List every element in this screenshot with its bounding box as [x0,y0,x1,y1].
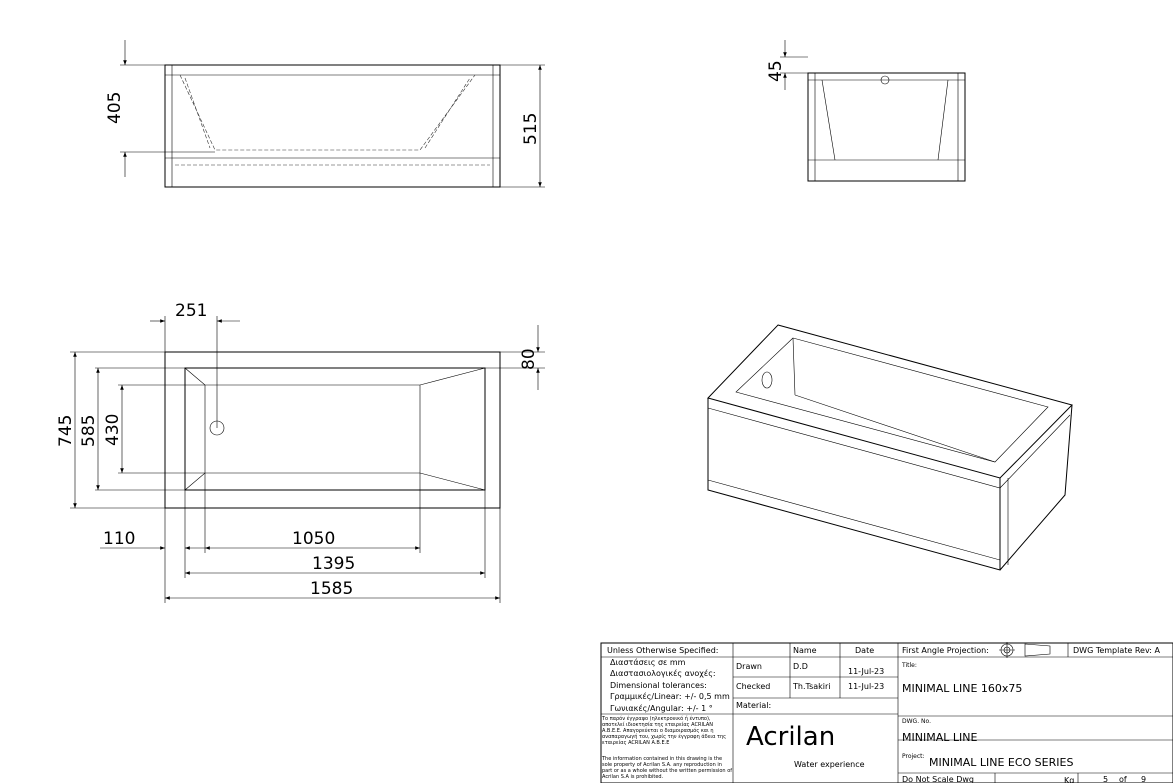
sheet-of: of [1119,775,1127,783]
dim-80: 80 [519,348,539,370]
angular-tolerance: Γωνιακές/Angular: +/- 1 ° [610,704,713,713]
project-name: MINIMAL LINE ECO SERIES [929,756,1074,769]
drawn-date: 11-Jul-23 [848,667,885,676]
isometric-view [707,324,1073,571]
checked-date: 11-Jul-23 [848,682,885,691]
col-name: Name [793,646,817,655]
template-rev: DWG Template Rev: A [1073,646,1160,655]
dwg-no: MINIMAL LINE [902,731,978,744]
project-label: Project: [902,753,925,760]
checked-name: Th.Tsakiri [793,682,831,691]
front-view: 405 515 [105,40,545,188]
side-view: 45 [766,40,966,182]
dim-745: 745 [56,415,76,447]
weight-unit: Kg [1064,776,1075,783]
title-label: Title: [902,662,917,669]
dim-1395: 1395 [312,554,355,574]
dim-515: 515 [521,113,541,145]
col-date: Date [855,646,875,655]
dim-1050: 1050 [292,529,335,549]
checked-label: Checked [736,682,771,691]
drawn-name: D.D [793,662,808,671]
drawn-label: Drawn [736,662,762,671]
dim-430: 430 [103,414,123,446]
tolerances: Dimensional tolerances: [610,681,707,690]
dim-45: 45 [766,60,786,82]
notice-greek: Το παρόν έγγραφο (ηλεκτρονικό ή έντυπο),… [602,716,727,746]
material-label: Material: [736,701,772,710]
dim-110: 110 [103,529,135,549]
dims-greek: Διαστάσεις σε mm [610,658,686,667]
sheet-total: 9 [1141,775,1147,783]
tagline: Water experience [794,760,865,769]
tol-greek: Διαστασιολογικές ανοχές: [610,669,716,678]
drawing-title: MINIMAL LINE 160x75 [902,682,1023,695]
plan-view: 745 585 430 80 251 110 1050 1395 1585 [56,301,545,603]
no-scale-note: Do Not Scale Dwg [902,775,975,783]
dim-251: 251 [175,301,207,321]
notice-english: The information contained in this drawin… [602,756,733,780]
unless-specified: Unless Otherwise Specified: [607,646,719,655]
dim-405: 405 [105,92,125,124]
company-logo: Acrilan [746,722,836,752]
sheet-number: 5 [1103,775,1109,783]
dim-1585: 1585 [310,579,353,599]
title-block-frame [600,642,1173,783]
dwg-no-label: DWG. No. [902,718,931,725]
linear-tolerance: Γραμμικές/Linear: +/- 0,5 mm [610,692,730,701]
dim-585: 585 [79,415,99,447]
projection-label: First Angle Projection: [902,646,989,655]
